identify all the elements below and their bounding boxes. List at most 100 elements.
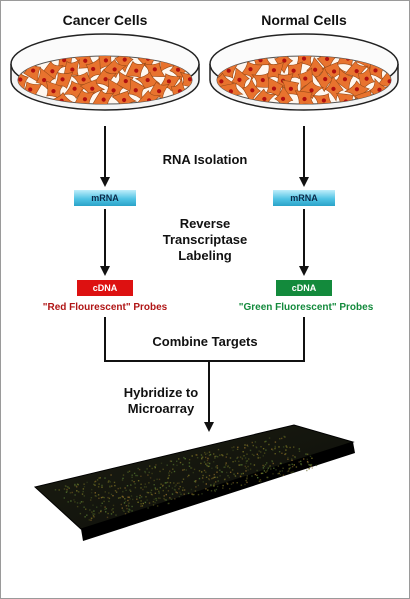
microarray-spot	[127, 471, 129, 473]
microarray-spot	[168, 474, 170, 477]
microarray-spot	[107, 481, 109, 483]
microarray-spot	[170, 498, 173, 500]
microarray-spot	[156, 505, 159, 507]
microarray-spot	[160, 462, 163, 464]
microarray-spot	[208, 478, 210, 480]
microarray-spot	[233, 473, 235, 475]
microarray-spot	[241, 464, 243, 466]
microarray-spot	[268, 466, 271, 468]
microarray-spot	[174, 498, 176, 500]
microarray-spot	[152, 501, 155, 503]
microarray-spot	[163, 495, 165, 497]
microarray-spot	[310, 465, 312, 467]
normal-cells-title: Normal Cells	[261, 12, 347, 28]
microarray-spot	[274, 453, 276, 455]
microarray-spots	[54, 435, 318, 521]
microarray-spot	[227, 466, 229, 468]
microarray-spot	[285, 449, 287, 451]
microarray-spot	[128, 502, 130, 504]
microarray-spot	[279, 474, 282, 476]
microarray-spot	[255, 446, 257, 448]
microarray-spot	[117, 487, 119, 490]
microarray-spot	[88, 519, 90, 521]
microarray-spot	[169, 460, 172, 462]
microarray-spot	[101, 486, 103, 488]
microarray-spot	[147, 492, 149, 494]
microarray-spot	[74, 484, 76, 487]
microarray-spot	[65, 491, 68, 493]
microarray-spot	[310, 463, 313, 466]
microarray-spot	[213, 476, 215, 479]
microarray-spot	[222, 487, 224, 489]
microarray-spot	[260, 451, 262, 453]
cell-illustration	[251, 72, 274, 88]
microarray-spot	[159, 497, 161, 499]
microarray-spot	[160, 483, 162, 485]
microarray-spot	[236, 457, 238, 459]
microarray-spot	[244, 465, 246, 467]
microarray-spot	[155, 499, 158, 502]
microarray-spot	[109, 486, 111, 488]
microarray-spot	[119, 497, 121, 499]
microarray-spot	[75, 485, 77, 487]
microarray-spot	[171, 493, 174, 495]
microarray-spot	[176, 492, 178, 494]
cell-illustration	[18, 67, 29, 92]
microarray-spot	[170, 471, 173, 474]
microarray-spot	[287, 456, 289, 459]
microarray-spot	[135, 474, 137, 477]
microarray-spot	[136, 495, 138, 498]
microarray-spot	[278, 451, 281, 453]
microarray-spot	[80, 501, 83, 503]
microarray-spot	[154, 466, 156, 469]
microarray-spot	[94, 495, 97, 497]
microarray-spot	[114, 484, 116, 487]
microarray-spot	[282, 467, 284, 469]
microarray-spot	[269, 465, 271, 467]
microarray-spot	[281, 470, 283, 472]
microarray-spot	[144, 501, 147, 504]
microarray-spot	[128, 505, 130, 507]
microarray-spot	[268, 443, 270, 446]
microarray-spot	[217, 480, 219, 482]
microarray-spot	[196, 457, 199, 459]
microarray-spot	[100, 509, 102, 512]
microarray-spot	[245, 460, 248, 462]
microarray-spot	[74, 483, 76, 486]
microarray-spot	[89, 509, 91, 511]
microarray-spot	[239, 475, 242, 477]
microarray-spot	[289, 467, 292, 469]
microarray-spot	[96, 479, 99, 481]
microarray-spot	[240, 473, 243, 475]
microarray-spot	[262, 448, 265, 450]
microarray-spot	[194, 490, 197, 492]
cell-illustration	[179, 71, 192, 89]
microarray-spot	[232, 461, 234, 463]
microarray-slide	[33, 424, 355, 541]
microarray-spot	[183, 456, 185, 459]
microarray-spot	[127, 496, 129, 498]
microarray-spot	[213, 482, 215, 485]
microarray-spot	[306, 469, 308, 472]
microarray-spot	[254, 473, 257, 476]
microarray-spot	[205, 488, 207, 490]
microarray-spot	[82, 488, 85, 490]
microarray-spot	[259, 457, 261, 459]
microarray-spot	[74, 501, 76, 503]
cell-illustration	[134, 71, 161, 90]
microarray-spot	[204, 451, 206, 454]
microarray-spot	[225, 464, 227, 466]
microarray-spot	[249, 449, 252, 452]
microarray-spot	[54, 489, 57, 491]
microarray-spot	[265, 440, 267, 443]
microarray-spot	[207, 457, 209, 460]
cell-illustration	[321, 61, 348, 81]
green-probes-label: "Green Fluorescent" Probes	[238, 302, 374, 313]
microarray-spot	[140, 503, 142, 505]
microarray-spot	[236, 448, 239, 450]
microarray-spot	[287, 470, 290, 472]
microarray-spot	[123, 502, 126, 504]
microarray-spot	[202, 481, 204, 483]
microarray-spot	[244, 444, 246, 446]
microarray-spot	[306, 458, 308, 460]
